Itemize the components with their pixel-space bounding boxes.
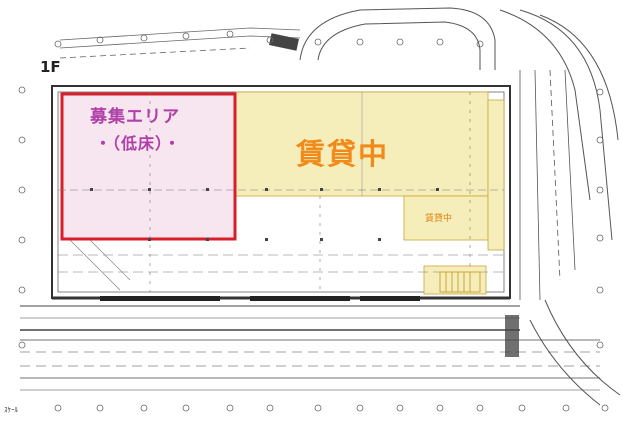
leased-area — [235, 91, 505, 295]
leased-area-small-label: 賃貸中 — [425, 214, 453, 224]
columns — [90, 188, 439, 241]
scale-note: ｽｹｰﾙ — [4, 406, 18, 414]
grid-axis-markers — [18, 30, 609, 412]
recruit-area — [60, 92, 237, 241]
interior-gridlines — [58, 92, 504, 292]
road-curves — [299, 7, 621, 406]
leased-area-label: 賃貸中 — [296, 137, 390, 171]
stair-blocks — [439, 271, 481, 293]
floor-label: 1F — [40, 58, 61, 76]
top-road — [59, 27, 301, 59]
right-road — [505, 69, 576, 357]
recruit-area-subtitle: ・（低床）・ — [95, 134, 182, 153]
bottom-road — [20, 296, 600, 391]
recruit-area-title: 募集エリア — [90, 107, 180, 127]
